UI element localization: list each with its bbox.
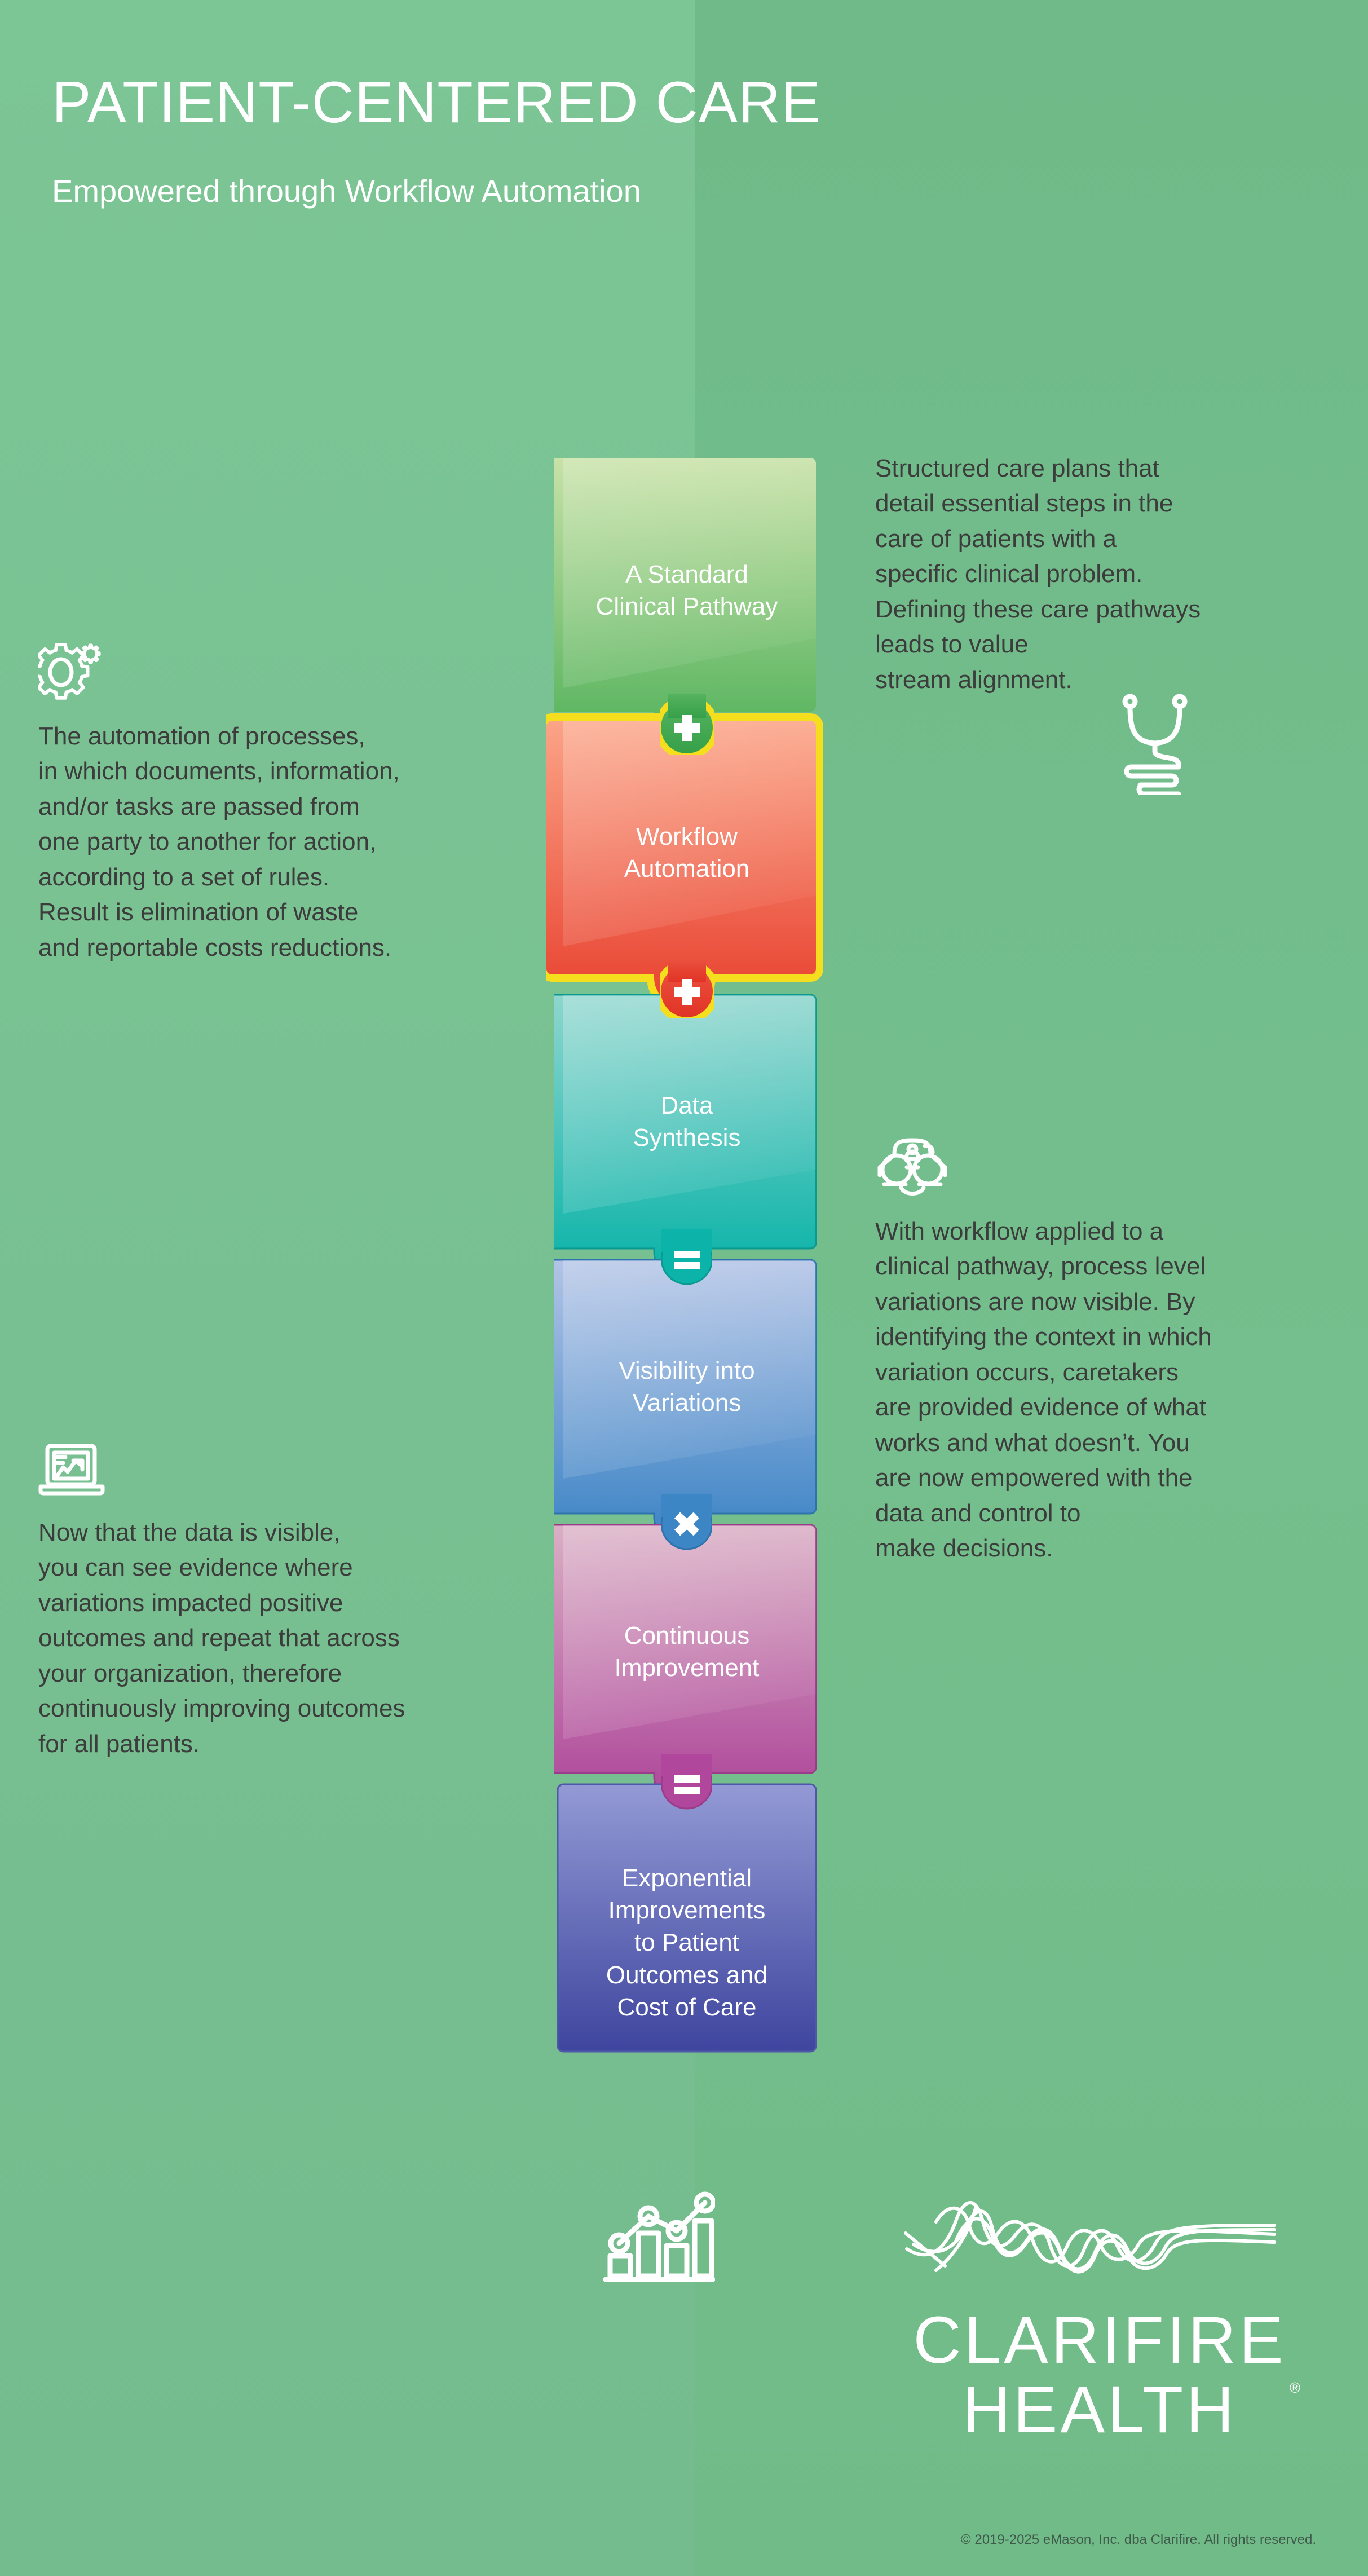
puzzle-piece-3[interactable]: Data Synthesis	[554, 988, 819, 1280]
info-block-data-visible: Now that the data is visible, you can se…	[38, 1441, 546, 1762]
info-block-variation: With workflow applied to a clinical path…	[875, 1132, 1326, 1567]
puzzle-piece-5[interactable]: Continuous Improvement	[554, 1518, 819, 1805]
puzzle-chain: A Standard Clinical Pathway	[546, 451, 823, 2118]
logo-wordmark: CLARIFIRE HEALTH ®	[902, 2303, 1300, 2447]
puzzle-piece-1[interactable]: A Standard Clinical Pathway	[554, 451, 819, 742]
info-block-pathway: Structured care plans that detail essent…	[875, 451, 1326, 797]
info-block-variation-text: With workflow applied to a clinical path…	[875, 1218, 1212, 1563]
info-block-pathway-text: Structured care plans that detail essent…	[875, 455, 1201, 694]
header: PATIENT-CENTERED CARE Empowered through …	[52, 72, 1180, 211]
logo-line-health: HEALTH	[962, 2372, 1237, 2447]
info-block-data-visible-text: Now that the data is visible, you can se…	[38, 1519, 405, 1758]
page-subtitle: Empowered through Workflow Automation	[52, 173, 641, 209]
info-block-automation-text: The automation of processes, in which do…	[38, 722, 400, 961]
puzzle-piece-4[interactable]: Visibility into Variations	[554, 1253, 819, 1545]
laptop-chart-icon	[38, 1441, 546, 1503]
puzzle-piece-2[interactable]: Workflow Automation	[546, 713, 823, 1012]
copyright-text: © 2019-2025 eMason, Inc. dba Clarifire. …	[961, 2532, 1316, 2547]
info-block-automation: The automation of processes, in which do…	[32, 641, 546, 965]
waveform-logo-icon	[902, 2165, 1297, 2309]
connector-multiply-1	[661, 1494, 712, 1550]
connector-plus-2	[660, 958, 714, 1018]
connector-plus-1	[660, 694, 714, 755]
bar-chart-growth-icon	[602, 2177, 716, 2287]
logo: CLARIFIRE HEALTH ®	[902, 2165, 1300, 2447]
gear-icon	[32, 641, 546, 707]
stethoscope-icon	[1118, 694, 1192, 798]
binoculars-icon	[875, 1132, 1326, 1202]
connector-equals-1	[661, 1229, 712, 1285]
puzzle-piece-6[interactable]: Exponential Improvements to Patient Outc…	[554, 1777, 819, 2054]
page-title: PATIENT-CENTERED CARE	[52, 70, 821, 135]
registered-trademark-icon: ®	[1289, 2379, 1300, 2397]
connector-equals-2	[661, 1754, 712, 1810]
logo-line-clarifire: CLARIFIRE	[913, 2303, 1286, 2377]
